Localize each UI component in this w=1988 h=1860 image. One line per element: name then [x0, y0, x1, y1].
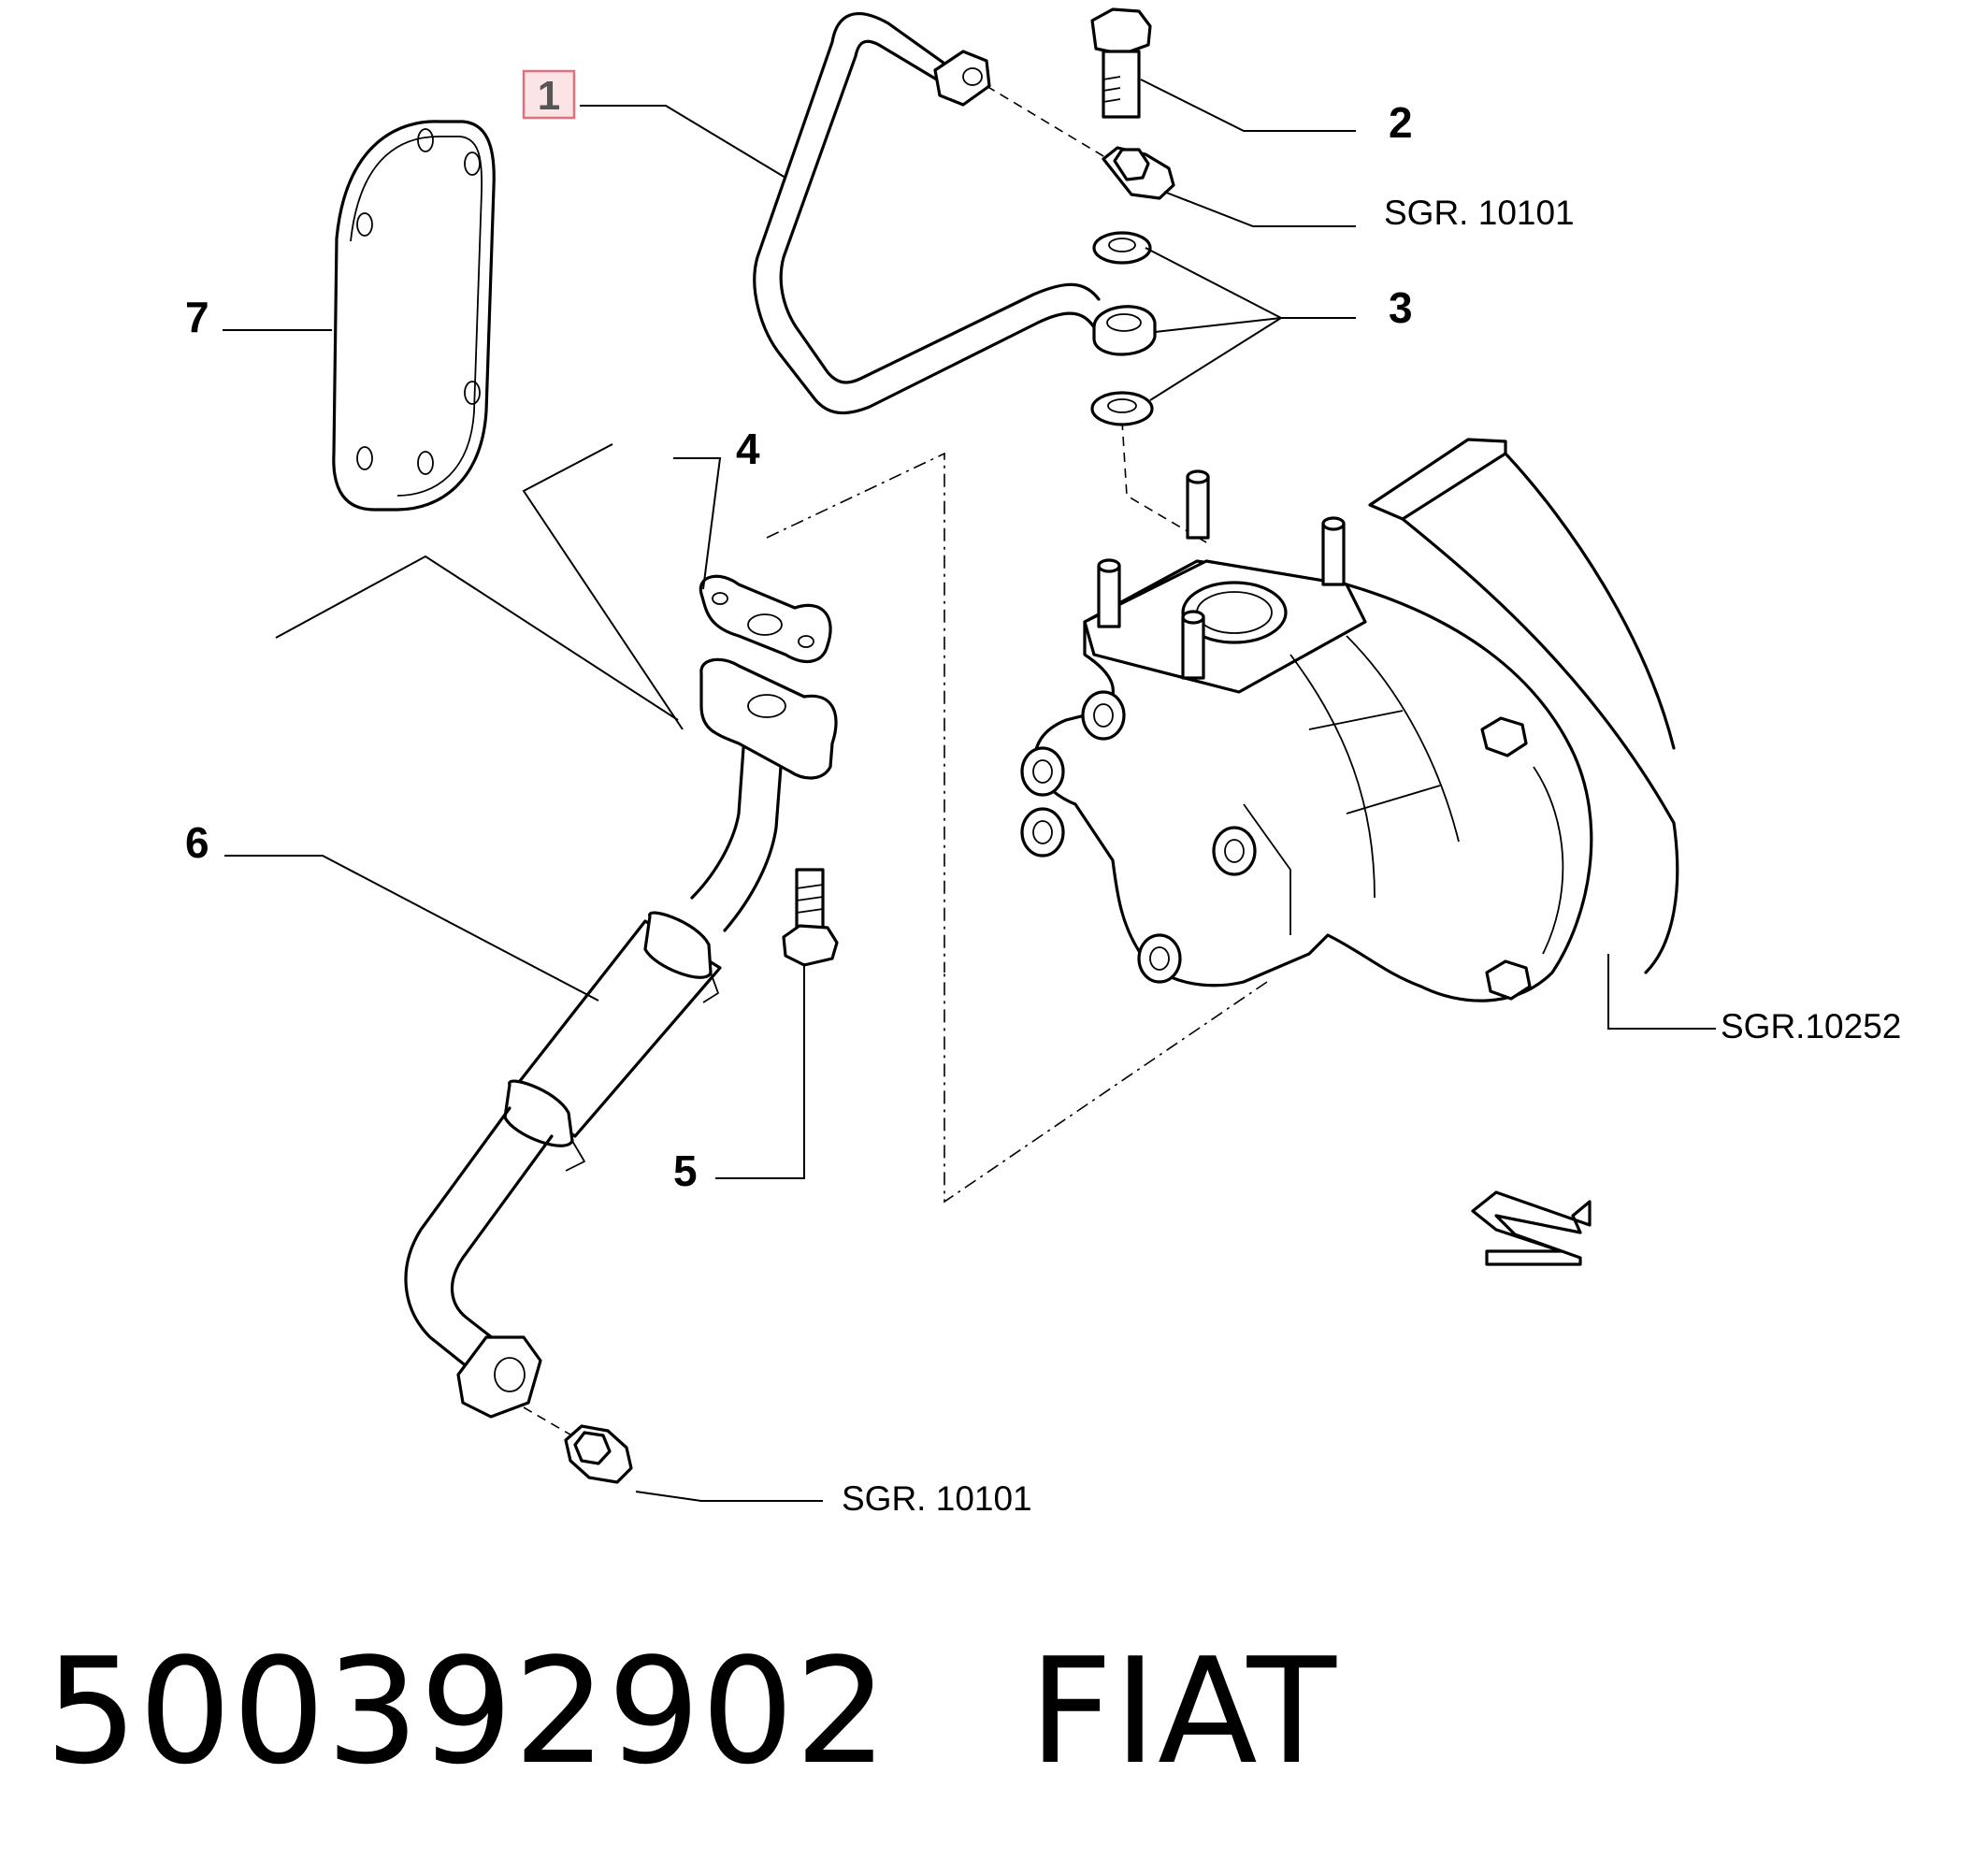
callout-1-highlight[interactable]: 1 [522, 69, 576, 120]
part-number: 500392902 [45, 1626, 889, 1796]
banjo-bolt-top[interactable] [1102, 146, 1175, 200]
footer-caption: 500392902 FIAT [45, 1626, 1337, 1796]
alignment-line-banjo-top [986, 85, 1109, 160]
callout-6-label[interactable]: 6 [185, 818, 209, 867]
oil-return-pipe-part-6[interactable] [404, 657, 838, 1419]
callout-ref-turbo[interactable]: SGR.10252 [1721, 1007, 1901, 1045]
callout-5-label[interactable]: 5 [673, 1146, 698, 1195]
gasket-part-4[interactable] [699, 574, 832, 663]
alignment-frame-gasket [766, 452, 1268, 1204]
banjo-bolt-bottom[interactable] [564, 1424, 633, 1484]
callout-3-label[interactable]: 3 [1389, 283, 1413, 332]
callout-1-label: 1 [538, 73, 560, 119]
alignment-line-turbo-top [1121, 420, 1207, 543]
callout-ref-bottom[interactable]: SGR. 10101 [842, 1479, 1032, 1518]
turbocharger-assembly[interactable] [1020, 438, 1679, 1002]
stud-part-5[interactable] [782, 868, 839, 967]
callout-ref-top[interactable]: SGR. 10101 [1384, 194, 1575, 232]
bolt-part-2[interactable] [1090, 7, 1152, 119]
callout-4-label[interactable]: 4 [736, 425, 760, 473]
orientation-arrow-icon [1471, 1190, 1592, 1266]
callout-2-label[interactable]: 2 [1389, 98, 1413, 147]
leader-lines [223, 79, 1716, 1502]
cover-plate-part-7[interactable] [332, 120, 496, 512]
washers-part-3[interactable] [1090, 231, 1157, 426]
brand-name: FIAT [1029, 1626, 1337, 1796]
callout-7-label[interactable]: 7 [185, 293, 209, 341]
oil-feed-pipe-part-1[interactable] [753, 12, 1101, 415]
